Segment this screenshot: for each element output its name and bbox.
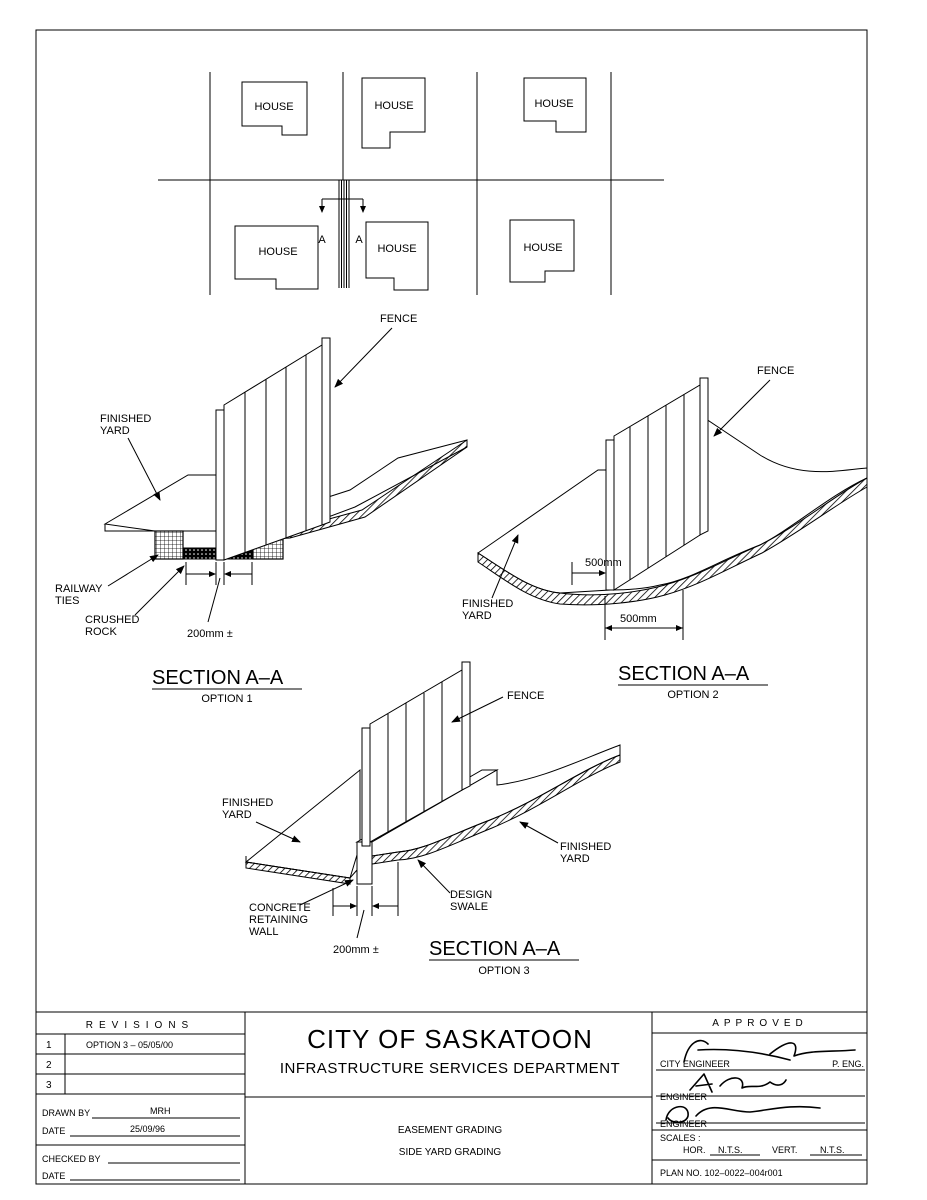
house-outline [523, 77, 587, 133]
house-label: HOUSE [534, 98, 573, 110]
design-swale-label: DESIGN [450, 889, 492, 901]
retaining-wall-label: WALL [249, 926, 279, 938]
title-block: REVISIONS 1 OPTION 3 – 05/05/00 2 3 DRAW… [36, 1011, 867, 1184]
dimension-500mm-b: 500mm [604, 590, 684, 640]
dimension-200mm [185, 562, 253, 623]
vert-label: VERT. [772, 1145, 797, 1155]
date-value: 25/09/96 [130, 1124, 165, 1134]
railway-ties-label: RAILWAY [55, 583, 103, 595]
engineer-label-2: ENGINEER [660, 1119, 708, 1129]
design-swale-label: SWALE [450, 901, 488, 913]
p-eng-label: P. ENG. [832, 1059, 864, 1069]
railway-tie [154, 530, 184, 560]
easement-strip [338, 180, 350, 288]
finished-yard-surface [244, 768, 361, 879]
organization-name: CITY OF SASKATOON [307, 1024, 593, 1054]
signature-engineer-1 [689, 1073, 787, 1093]
scales-label: SCALES : [660, 1133, 701, 1143]
section-cut-marker: A A [318, 198, 366, 246]
finished-yard-label: FINISHED [222, 797, 273, 809]
department-name: INFRASTRUCTURE SERVICES DEPARTMENT [280, 1060, 620, 1077]
house-outline [234, 225, 319, 290]
revision-number: 1 [46, 1040, 52, 1051]
hor-value: N.T.S. [718, 1145, 743, 1155]
fence-panel [223, 344, 323, 561]
hor-label: HOR. [683, 1145, 706, 1155]
house-outline [361, 77, 426, 149]
dimension-label: 200mm ± [187, 628, 233, 640]
section-option-1: FENCE FINISHED YARD RAILWAY TIES CRUSHED… [55, 313, 468, 705]
approved-heading: APPROVED [712, 1018, 808, 1029]
yard-edge-hatch [371, 754, 621, 865]
dimension-label: 500mm [620, 613, 657, 625]
section-title: SECTION A–A [429, 938, 561, 960]
dimension-500mm-a: 500mm [571, 557, 622, 585]
city-engineer-label: CITY ENGINEER [660, 1059, 730, 1069]
revisions-table: REVISIONS 1 OPTION 3 – 05/05/00 2 3 [36, 1020, 245, 1095]
fence-post [361, 727, 371, 847]
revision-text: OPTION 3 – 05/05/00 [86, 1040, 173, 1050]
section-title: SECTION A–A [618, 663, 750, 685]
fence-label: FENCE [507, 690, 544, 702]
plan-view: A A HOUSE HOUSE HOUSE HOUSE HOUSE HOUSE [158, 72, 664, 295]
yard-edge-hatch [477, 477, 868, 606]
dimension-200mm [332, 862, 399, 939]
house-label: HOUSE [258, 246, 297, 258]
retaining-wall-label: RETAINING [249, 914, 308, 926]
section-option-3: FENCE FINISHED YARD FINISHED YARD DESIGN… [222, 661, 621, 977]
revision-number: 2 [46, 1060, 52, 1071]
plan-number: PLAN NO. 102–0022–004r001 [660, 1168, 783, 1178]
section-mark-right: A [355, 234, 363, 246]
revision-number: 3 [46, 1080, 52, 1091]
house-label: HOUSE [377, 243, 416, 255]
engineer-label-1: ENGINEER [660, 1092, 708, 1102]
house-outline [365, 221, 429, 291]
fence-label: FENCE [757, 365, 794, 377]
finished-yard-label: YARD [222, 809, 252, 821]
vert-value: N.T.S. [820, 1145, 845, 1155]
retaining-wall-label: CONCRETE [249, 902, 311, 914]
signature-city-engineer [683, 1039, 856, 1063]
signature-engineer-2 [665, 1105, 821, 1124]
finished-yard-label: YARD [560, 853, 590, 865]
sheet-border [35, 29, 868, 1185]
option-label: OPTION 2 [667, 689, 718, 701]
dimension-label: 500mm [585, 557, 622, 569]
finished-yard-label: FINISHED [462, 598, 513, 610]
crushed-rock-label: CRUSHED [85, 614, 139, 626]
finished-yard-label: FINISHED [100, 413, 151, 425]
fence-label: FENCE [380, 313, 417, 325]
crushed-rock-label: ROCK [85, 626, 117, 638]
retaining-wall [356, 841, 373, 885]
railway-ties-label: TIES [55, 595, 79, 607]
checked-by-label: CHECKED BY [42, 1154, 101, 1164]
house-label: HOUSE [254, 101, 293, 113]
fence-post [215, 409, 225, 561]
fence-post [699, 377, 709, 536]
fence-post [461, 661, 471, 791]
section-option-2: FENCE FINISHED YARD 500mm 500mm SECTION … [462, 365, 868, 701]
revisions-heading: REVISIONS [86, 1020, 194, 1031]
drawing-title-1: EASEMENT GRADING [398, 1125, 502, 1136]
finished-yard-slab [103, 474, 217, 532]
house-outline [241, 81, 308, 136]
date-label: DATE [42, 1126, 65, 1136]
section-mark-left: A [318, 234, 326, 246]
finished-yard-label: FINISHED [560, 841, 611, 853]
house-outline [509, 219, 575, 283]
option-label: OPTION 3 [478, 965, 529, 977]
section-title: SECTION A–A [152, 667, 284, 689]
house-label: HOUSE [374, 100, 413, 112]
fence-post [321, 337, 331, 526]
finished-yard-label: YARD [100, 425, 130, 437]
drawn-by-label: DRAWN BY [42, 1108, 90, 1118]
house-label: HOUSE [523, 242, 562, 254]
finished-yard-label: YARD [462, 610, 492, 622]
checked-date-label: DATE [42, 1171, 65, 1181]
dimension-label: 200mm ± [333, 944, 379, 956]
drawn-by-value: MRH [150, 1106, 171, 1116]
option-label: OPTION 1 [201, 693, 252, 705]
drawing-title-2: SIDE YARD GRADING [399, 1147, 502, 1158]
